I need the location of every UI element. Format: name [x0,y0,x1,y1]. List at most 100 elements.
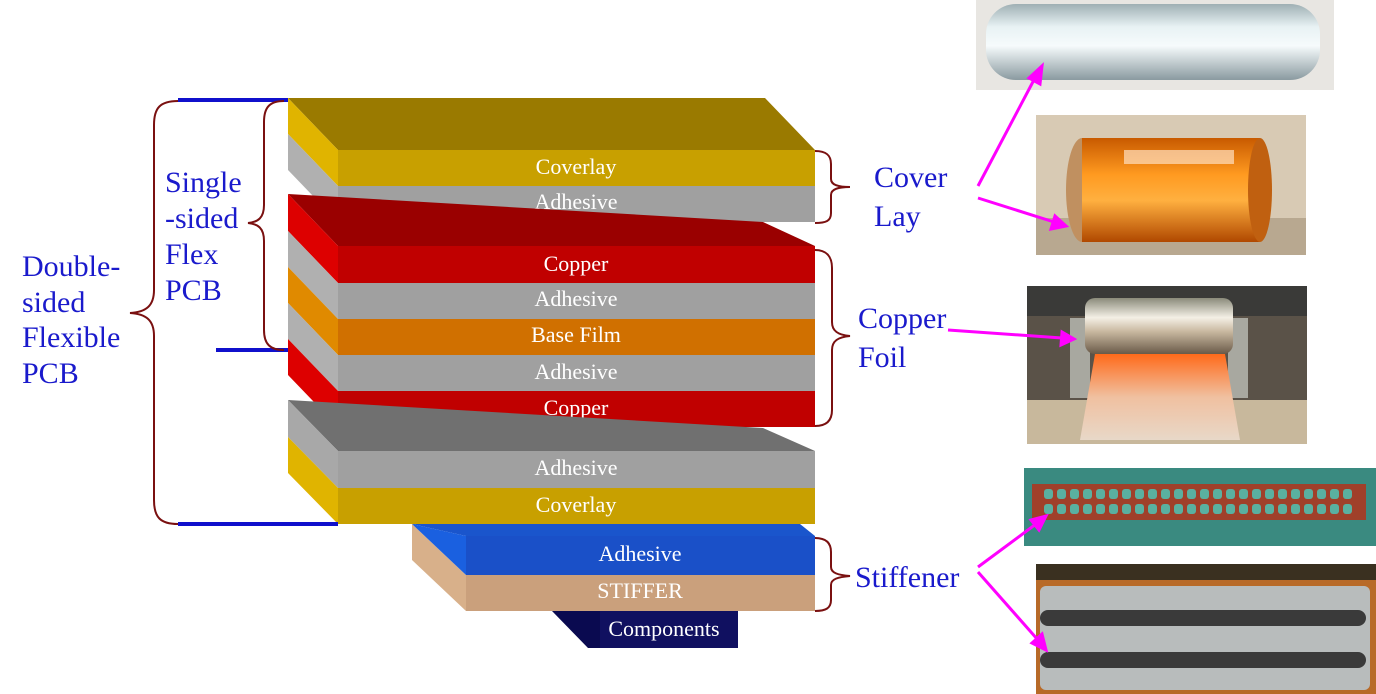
cover-lay-label-line2: Lay [874,200,921,233]
cover-lay-brace [814,150,851,224]
base-film-side-face [288,267,338,355]
stiffener-hole [1213,489,1222,499]
stiffener-hole [1122,489,1131,499]
adhesive-1-side-face [288,231,338,319]
stiffener-hole [1135,504,1144,514]
arrow-to-white-roll [976,75,1038,187]
stiffener-hole [1239,504,1248,514]
stiffener-hole [1239,489,1248,499]
components-label: Components [608,616,719,641]
copper-1-layer [338,246,815,283]
white-roll-shape [986,4,1320,80]
arrow-to-stiffener-strip [977,522,1037,569]
bottom-coverlay-layer [338,488,815,524]
top-coverlay-side-face [288,98,338,186]
adhesive-2-label: Adhesive [534,359,617,384]
components-block: Components [552,611,738,648]
bottom-adhesive-layer [338,451,815,488]
double-sided-label-line4: PCB [22,357,79,390]
stiffener-hole [1057,489,1066,499]
single-sided-label-line4: PCB [165,274,222,307]
arrow-to-copper-foil [947,328,1063,340]
stiffener-hole [1174,504,1183,514]
orange-roll-photo [1036,115,1306,255]
stiffener-stack: Adhesive STIFFER [412,524,815,611]
stiffener-plate-photo-top [1036,564,1376,580]
stiffener-strip-photo [1024,468,1376,546]
orange-roll-end-right [1248,138,1272,242]
stiffener-hole [1148,489,1157,499]
stiffer-label: STIFFER [597,578,683,603]
stiffener-hole [1096,489,1105,499]
stiffener-plate [1040,586,1370,690]
stiffener-adhesive-layer [466,536,815,575]
top-coverlay-layer [338,150,815,186]
stiffener-hole [1304,489,1313,499]
stiffener-hole [1161,504,1170,514]
copper-1-side-face [288,194,338,283]
bottom-adhesive-side-face [288,400,338,488]
orange-roll-tag [1124,150,1234,164]
stiffener-hole [1226,504,1235,514]
foil-roll [1085,298,1233,354]
copper-foil-brace [814,249,851,427]
stiffener-strip [1032,484,1366,520]
stiffener-hole [1044,504,1053,514]
stiffener-hole [1122,504,1131,514]
stiffener-holes [1044,489,1352,514]
components-side-face [552,611,600,648]
stiffener-label: Stiffener [855,561,959,594]
plate-slot-top [1040,610,1366,626]
stiffer-layer [466,575,815,611]
bottom-adhesive-label: Adhesive [534,455,617,480]
top-coverlay-top-face [288,98,815,150]
stiffener-hole [1200,489,1209,499]
adhesive-2-side-face [288,303,338,391]
arrow-to-copper-foil-head [1059,329,1078,348]
stiffener-hole [1070,489,1079,499]
adhesive-1-label: Adhesive [534,286,617,311]
stiffener-hole [1096,504,1105,514]
stiffener-hole [1330,489,1339,499]
double-sided-label-line2: sided [22,286,85,319]
stiffener-hole [1252,489,1261,499]
bottom-coverlay-label: Coverlay [536,492,617,517]
stiffener-hole [1304,504,1313,514]
adhesive-1-layer [338,283,815,319]
stiffener-hole [1083,489,1092,499]
bottom-adhesive-top-face [288,400,815,451]
single-sided-brace [247,100,285,351]
copper-top-face [288,194,815,246]
stiffener-hole [1291,489,1300,499]
pointer-arrows [947,62,1078,653]
single-sided-label-line3: Flex [165,238,218,271]
stiffener-hole [1200,504,1209,514]
stiffener-hole [1187,489,1196,499]
base-film-label: Base Film [531,322,621,347]
double-sided-label-line3: Flexible [22,321,120,354]
arrow-to-stiffener-plate-head [1029,631,1049,653]
arrow-to-white-roll-head [1026,62,1044,87]
arrow-to-orange-roll [977,196,1055,224]
stiffener-hole [1265,504,1274,514]
arrow-to-orange-roll-head [1048,213,1070,231]
copper-foil-stack: Copper Adhesive Base Film Adhesive Coppe… [288,194,815,427]
single-sided-label-line1: Single [165,166,242,199]
stiffener-hole [1070,504,1079,514]
stiffener-hole [1135,489,1144,499]
components-layer [600,611,738,648]
copper-1-label: Copper [544,251,609,276]
stiffener-hole [1226,489,1235,499]
stiffener-hole [1187,504,1196,514]
stiffener-hole [1291,504,1300,514]
foil-sheet [1080,354,1240,440]
base-film-layer [338,319,815,355]
single-sided-label-line2: -sided [165,202,238,235]
top-coverlay-label: Coverlay [536,154,617,179]
copper-foil-photo [1027,286,1307,444]
adhesive-2-layer [338,355,815,391]
stiffener-hole [1278,489,1287,499]
stiffer-side-face [412,524,466,611]
stiffener-adhesive-side-face [412,524,466,575]
plate-slot-bottom [1040,652,1366,668]
